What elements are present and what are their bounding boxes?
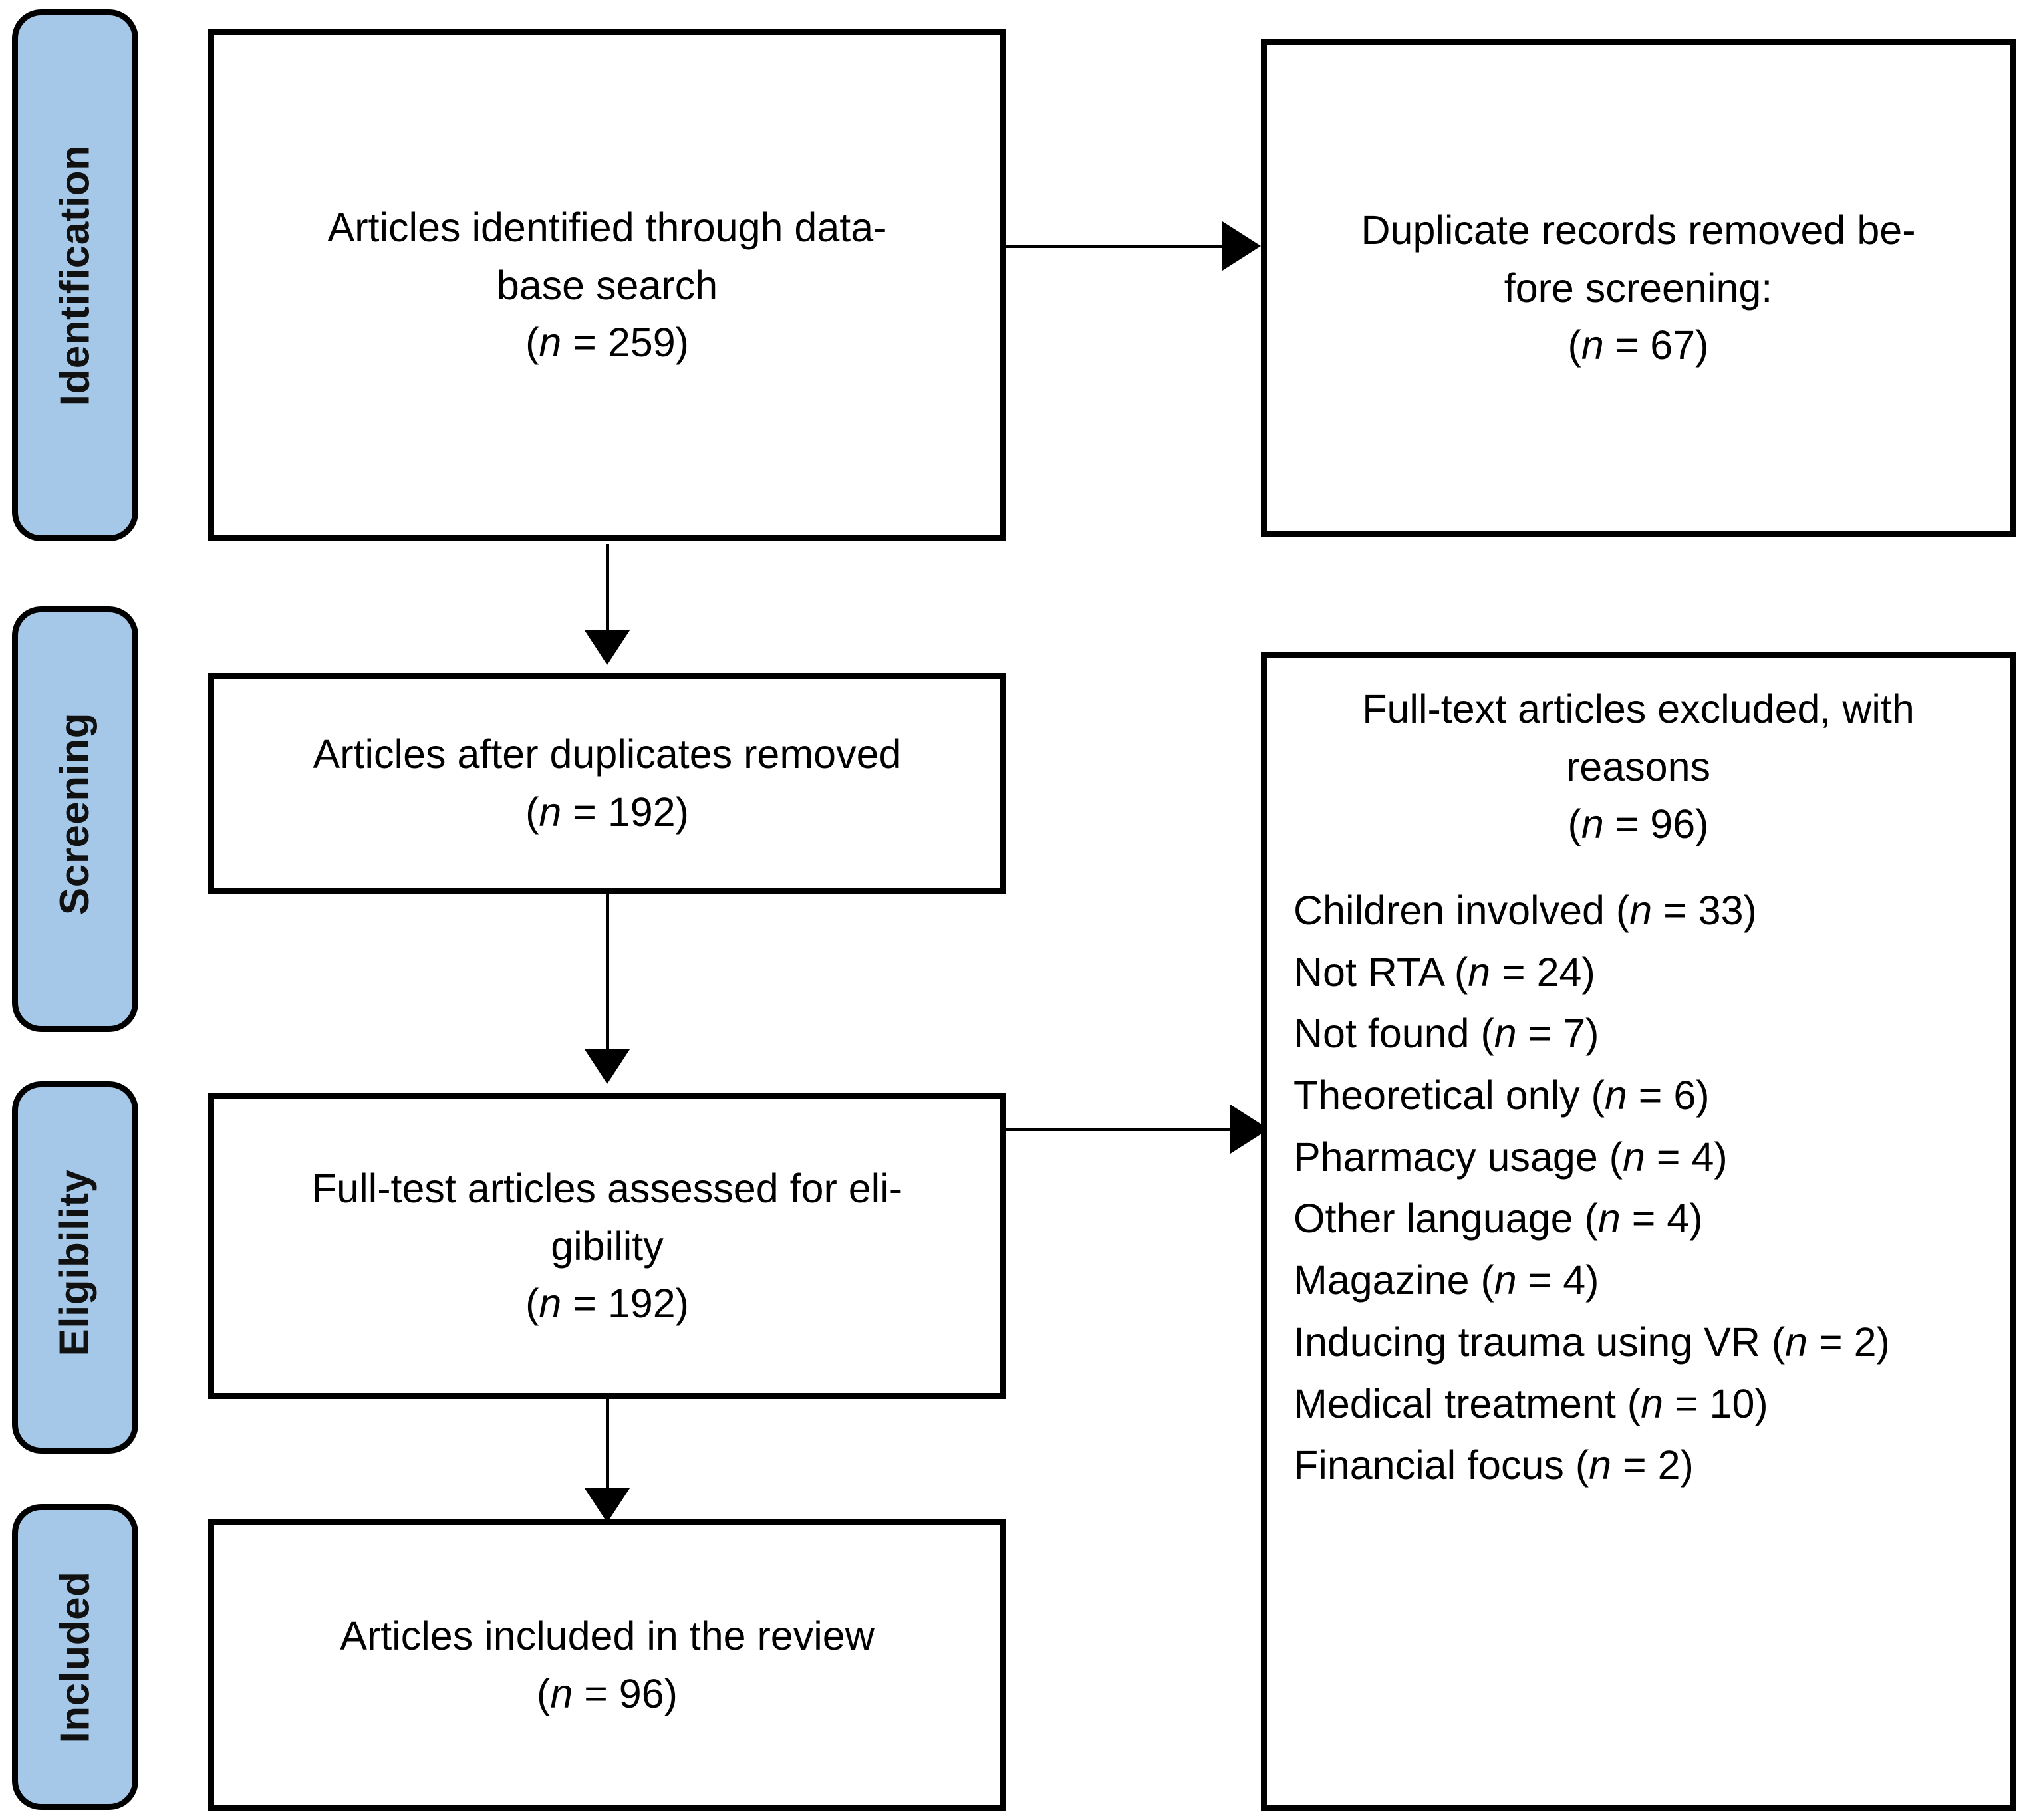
n-symbol: n — [1494, 1257, 1517, 1303]
box-duplicate-records-removed: Duplicate records removed be- fore scree… — [1261, 39, 2016, 537]
box-eligibility-line2: gibility — [551, 1223, 664, 1269]
paren-open: ( — [525, 1281, 539, 1327]
stage-label-screening: Screening — [52, 712, 98, 916]
count-value: = 192) — [561, 1281, 689, 1327]
stage-label-identification: Identification — [52, 144, 98, 406]
stage-pill-eligibility: Eligibility — [12, 1081, 138, 1454]
reason-item: Medical treatment (n = 10) — [1293, 1373, 1983, 1435]
reason-label: Children involved ( — [1293, 887, 1630, 933]
stage-label-eligibility: Eligibility — [52, 1169, 98, 1357]
reason-value: = 2) — [1808, 1319, 1890, 1365]
reason-item: Financial focus (n = 2) — [1293, 1434, 1983, 1496]
n-symbol: n — [1581, 323, 1604, 368]
box-eligibility-count: (n = 192) — [525, 1275, 689, 1333]
box-included-count: (n = 96) — [537, 1665, 678, 1723]
reason-label: Financial focus ( — [1293, 1442, 1589, 1488]
n-symbol: n — [550, 1671, 573, 1716]
box-articles-included-in-review: Articles included in the review (n = 96) — [208, 1519, 1006, 1811]
reason-label: Not found ( — [1293, 1011, 1494, 1057]
reason-value: = 4) — [1620, 1196, 1703, 1241]
box-fulltext-assessed-eligibility: Full-test articles assessed for eli- gib… — [208, 1093, 1006, 1399]
n-symbol: n — [1785, 1319, 1808, 1365]
box-duplicates-line1: Duplicate records removed be- — [1361, 207, 1916, 253]
connector-identified-to-afterdup-line — [606, 544, 609, 637]
reason-item: Pharmacy usage (n = 4) — [1293, 1126, 1983, 1188]
reason-value: = 10) — [1663, 1380, 1768, 1426]
box-fulltext-excluded-with-reasons: Full-text articles excluded, with reason… — [1261, 652, 2016, 1811]
connector-identified-to-afterdup-arrowhead — [585, 630, 630, 665]
box-identified-count: (n = 259) — [525, 314, 689, 372]
connector-eligibility-to-included-arrowhead — [585, 1488, 630, 1523]
reason-item: Not found (n = 7) — [1293, 1003, 1983, 1065]
excl-header-line1: Full-text articles excluded, with — [1362, 686, 1915, 731]
count-value: = 192) — [561, 789, 689, 835]
stage-pill-included: Included — [12, 1504, 138, 1810]
n-symbol: n — [1641, 1380, 1664, 1426]
n-symbol: n — [1623, 1134, 1645, 1180]
box-afterdup-count: (n = 192) — [525, 783, 689, 841]
connector-afterdup-to-eligibility-arrowhead — [585, 1049, 630, 1084]
count-value: = 96) — [573, 1671, 678, 1716]
n-symbol: n — [539, 789, 562, 835]
box-identified-line1: Articles identified through data- — [327, 205, 887, 251]
reason-value: = 33) — [1652, 887, 1757, 933]
stage-label-included: Included — [52, 1571, 98, 1744]
reason-value: = 2) — [1611, 1442, 1694, 1488]
count-value: = 259) — [561, 320, 689, 366]
reason-item: Theoretical only (n = 6) — [1293, 1065, 1983, 1126]
n-symbol: n — [1604, 1072, 1627, 1118]
reason-label: Not RTA ( — [1293, 949, 1468, 995]
reason-label: Other language ( — [1293, 1196, 1598, 1241]
n-symbol: n — [1629, 887, 1653, 933]
reason-item: Magazine (n = 4) — [1293, 1249, 1983, 1311]
box-duplicates-count: (n = 67) — [1568, 317, 1709, 374]
reason-label: Magazine ( — [1293, 1257, 1494, 1303]
reason-item: Inducing trauma using VR (n = 2) — [1293, 1311, 1983, 1373]
count-value: = 67) — [1603, 323, 1709, 368]
n-symbol: n — [1468, 949, 1491, 995]
stage-pill-identification: Identification — [12, 9, 138, 541]
reason-value: = 7) — [1516, 1011, 1599, 1057]
n-symbol: n — [539, 1281, 562, 1327]
connector-eligibility-to-excluded-line — [1006, 1128, 1231, 1131]
excl-header-line2: reasons — [1565, 743, 1710, 789]
box-articles-after-duplicates: Articles after duplicates removed (n = 1… — [208, 673, 1006, 894]
stage-pill-screening: Screening — [12, 606, 138, 1032]
reason-label: Medical treatment ( — [1293, 1380, 1641, 1426]
paren-open: ( — [537, 1671, 551, 1716]
connector-identified-to-duplicates-arrowhead — [1222, 221, 1261, 271]
reason-value: = 4) — [1516, 1257, 1599, 1303]
box-articles-identified: Articles identified through data- base s… — [208, 29, 1006, 541]
count-value: = 96) — [1603, 801, 1709, 847]
reason-value: = 24) — [1490, 949, 1595, 995]
paren-open: ( — [1567, 801, 1581, 847]
connector-afterdup-to-eligibility-line — [606, 892, 609, 1055]
connector-identified-to-duplicates-line — [1006, 245, 1223, 248]
box-duplicates-line2: fore screening: — [1504, 265, 1773, 311]
exclusion-reason-list: Children involved (n = 33) Not RTA (n = … — [1293, 880, 1983, 1496]
n-symbol: n — [1494, 1011, 1517, 1057]
n-symbol: n — [1581, 801, 1604, 847]
reason-value: = 6) — [1627, 1072, 1710, 1118]
n-symbol: n — [1597, 1196, 1621, 1241]
reason-value: = 4) — [1645, 1134, 1728, 1180]
n-symbol: n — [1589, 1442, 1612, 1488]
box-afterdup-line1: Articles after duplicates removed — [313, 731, 902, 777]
box-eligibility-line1: Full-test articles assessed for eli- — [311, 1166, 903, 1212]
reason-label: Theoretical only ( — [1293, 1072, 1605, 1118]
excl-header-count: (n = 96) — [1293, 795, 1983, 853]
reason-item: Not RTA (n = 24) — [1293, 942, 1983, 1003]
reason-label: Inducing trauma using VR ( — [1293, 1319, 1786, 1365]
paren-open: ( — [525, 320, 539, 366]
n-symbol: n — [539, 320, 562, 366]
paren-open: ( — [525, 789, 539, 835]
reason-item: Other language (n = 4) — [1293, 1188, 1983, 1249]
reason-label: Pharmacy usage ( — [1293, 1134, 1623, 1180]
box-included-line1: Articles included in the review — [340, 1613, 875, 1659]
paren-open: ( — [1567, 323, 1581, 368]
connector-eligibility-to-included-line — [606, 1398, 609, 1494]
box-identified-line2: base search — [496, 262, 718, 308]
reason-item: Children involved (n = 33) — [1293, 880, 1983, 942]
